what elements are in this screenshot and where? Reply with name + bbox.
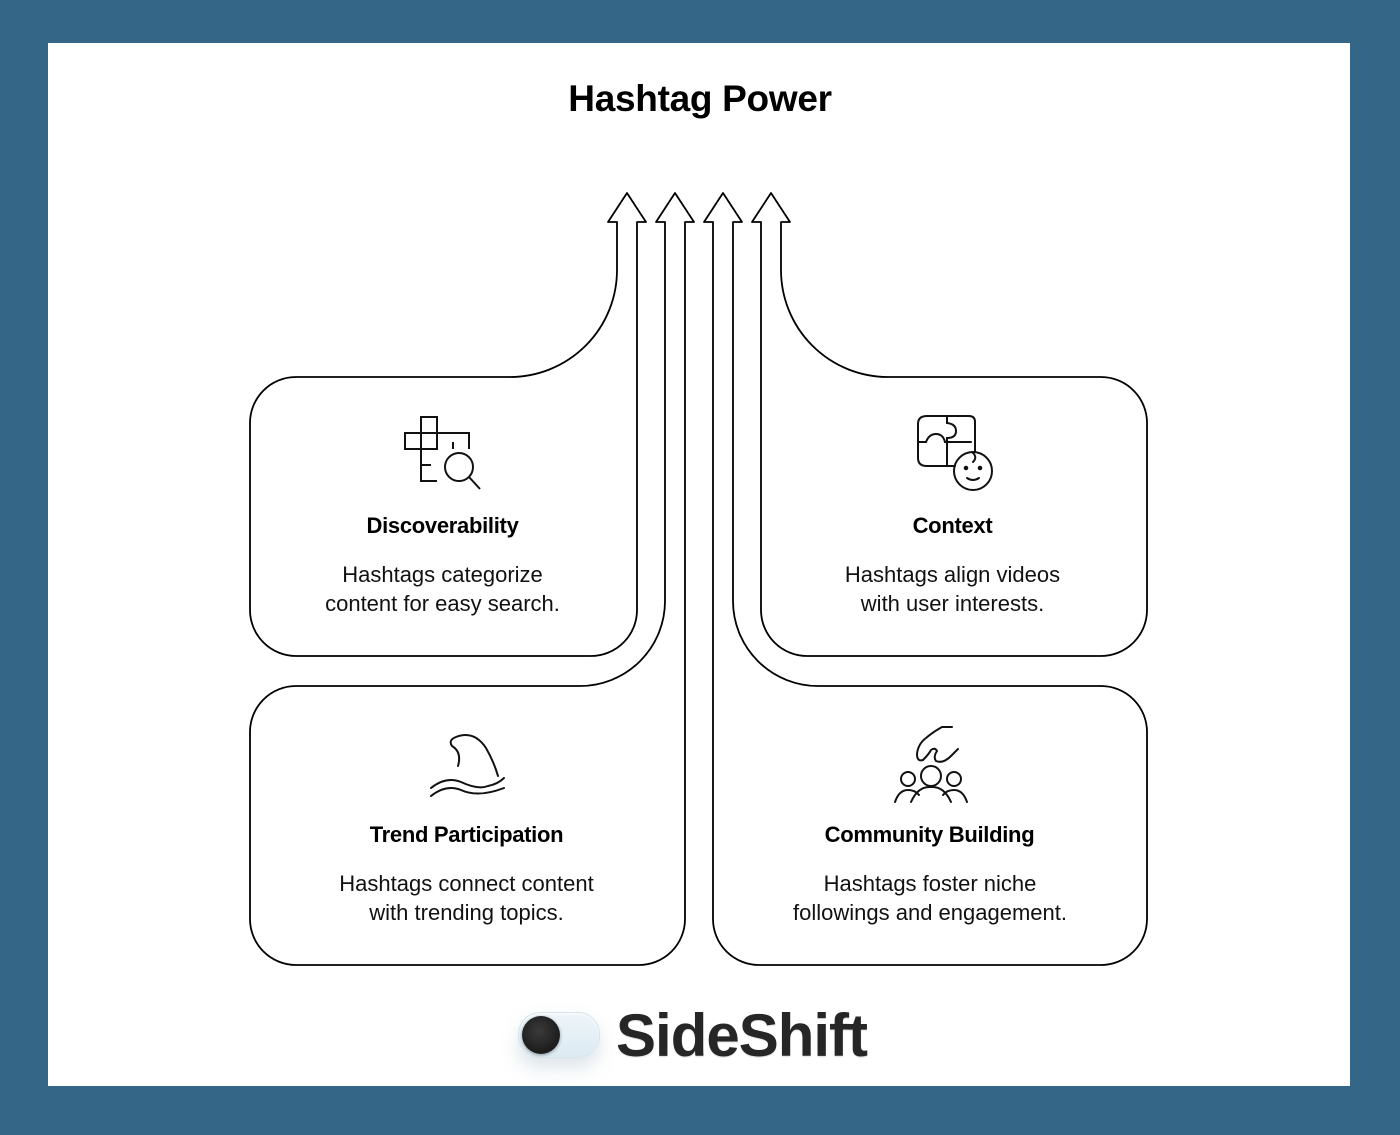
arrow-community-building [703, 192, 1148, 966]
hand-community-icon [894, 726, 968, 803]
arrow-discoverability [249, 192, 647, 657]
card-description-trend-participation: Hashtags connect content with trending t… [339, 871, 594, 925]
brand-logo: SideShift [518, 1000, 868, 1070]
puzzle-face-icon [917, 415, 993, 491]
card-description-discoverability: Hashtags categorize content for easy sea… [325, 562, 560, 616]
toggle-knob [522, 1016, 560, 1054]
diagram-title: Hashtag Power [568, 78, 832, 119]
brand-name: SideShift [616, 1001, 868, 1069]
card-title-context: Context [912, 513, 993, 538]
card-description-community-building: Hashtags foster niche followings and eng… [793, 871, 1067, 925]
arrow-context [751, 192, 1148, 657]
card-description-context: Hashtags align videos with user interest… [844, 562, 1061, 616]
card-title-community-building: Community Building [824, 822, 1035, 847]
crossword-search-icon [404, 416, 481, 490]
wave-icon [430, 734, 505, 797]
toggle-switch-icon [518, 1012, 600, 1058]
diagram-canvas [48, 43, 1350, 1086]
card-title-trend-participation: Trend Participation [369, 822, 564, 847]
arrow-trend-participation [249, 192, 695, 966]
card-title-discoverability: Discoverability [366, 513, 519, 538]
